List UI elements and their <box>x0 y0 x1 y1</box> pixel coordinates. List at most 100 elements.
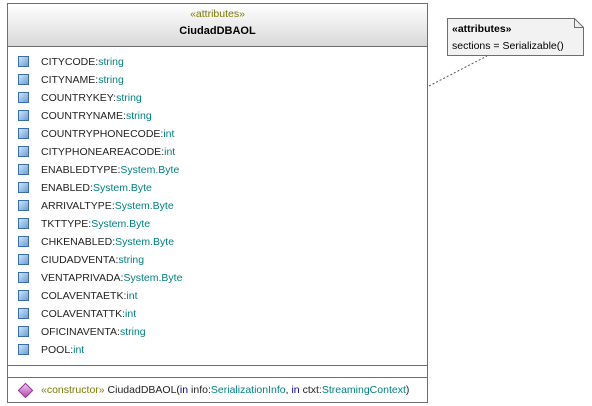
attribute-name: OFICINAVENTA <box>41 326 118 338</box>
param-mode: in <box>291 384 300 396</box>
attribute-icon <box>18 254 29 265</box>
attribute-row[interactable]: CITYPHONEAREACODE:int <box>8 143 427 161</box>
attribute-signature: CITYNAME:string <box>41 74 124 86</box>
attribute-name: CHKENABLED <box>41 236 113 248</box>
attribute-icon <box>18 56 29 67</box>
class-name: CiudadDBAOL <box>179 25 256 37</box>
attribute-row[interactable]: COLAVENTATTK:int <box>8 305 427 323</box>
param-type: SerializationInfo <box>210 384 286 396</box>
attribute-icon <box>18 92 29 103</box>
attribute-type: string <box>116 92 142 104</box>
attribute-signature: COUNTRYKEY:string <box>41 92 142 104</box>
attribute-icon <box>18 308 29 319</box>
note-box[interactable]: «attributes» sections = Serializable() <box>447 18 584 56</box>
attribute-row[interactable]: VENTAPRIVADA:System.Byte <box>8 269 427 287</box>
attribute-type: int <box>164 146 176 158</box>
attribute-type: System.Byte <box>115 236 175 248</box>
attribute-signature: OFICINAVENTA:string <box>41 326 146 338</box>
attribute-icon <box>18 344 29 355</box>
attribute-icon <box>18 218 29 229</box>
param-type: StreamingContext <box>321 384 406 396</box>
attribute-signature: VENTAPRIVADA:System.Byte <box>41 272 183 284</box>
attribute-signature: TKTTYPE:System.Byte <box>41 218 151 230</box>
attribute-icon <box>18 182 29 193</box>
attribute-name: VENTAPRIVADA <box>41 272 121 284</box>
attribute-type: int <box>163 128 175 140</box>
note-body: sections = Serializable() <box>452 40 564 52</box>
attribute-signature: COUNTRYPHONECODE:int <box>41 128 175 140</box>
attribute-name: ENABLED <box>41 182 91 194</box>
attribute-icon <box>18 290 29 301</box>
attribute-type: string <box>118 254 145 266</box>
attribute-row[interactable]: TKTTYPE:System.Byte <box>8 215 427 233</box>
attribute-signature: COLAVENTAETK:int <box>41 290 138 302</box>
attribute-name: COUNTRYPHONECODE <box>41 128 161 140</box>
operation-icon <box>17 382 34 399</box>
attribute-signature: CIUDADVENTA:string <box>41 254 145 266</box>
note-title: «attributes» <box>452 23 512 35</box>
attribute-row[interactable]: CITYNAME:string <box>8 71 427 89</box>
attribute-name: POOL <box>41 344 71 356</box>
attribute-row[interactable]: COLAVENTAETK:int <box>8 287 427 305</box>
param-mode: in <box>179 384 189 396</box>
attribute-icon <box>18 128 29 139</box>
attribute-row[interactable]: COUNTRYPHONECODE:int <box>8 125 427 143</box>
operation-stereotype: «constructor» <box>41 384 105 396</box>
attribute-signature: ENABLED:System.Byte <box>41 182 152 194</box>
attribute-row[interactable]: ARRIVALTYPE:System.Byte <box>8 197 427 215</box>
compartment-divider <box>8 365 427 366</box>
attribute-type: string <box>98 56 124 68</box>
class-header: «attributes» CiudadDBAOL <box>8 4 427 47</box>
operation-row[interactable]: «constructor» CiudadDBAOL(in info:Serial… <box>8 381 427 399</box>
operation-name: CiudadDBAOL <box>107 384 177 396</box>
attribute-type: System.Byte <box>91 218 151 230</box>
attribute-type: System.Byte <box>114 200 174 212</box>
attribute-row[interactable]: ENABLED:System.Byte <box>8 179 427 197</box>
attribute-name: CIUDADVENTA <box>41 254 116 266</box>
attribute-type: string <box>98 74 124 86</box>
attribute-type: string <box>119 326 146 338</box>
note-shape <box>447 18 584 56</box>
attribute-name: COLAVENTATTK <box>41 308 123 320</box>
attribute-signature: COUNTRYNAME:string <box>41 110 152 122</box>
attribute-icon <box>18 110 29 121</box>
attribute-name: COUNTRYNAME <box>41 110 124 122</box>
attribute-signature: POOL:int <box>41 344 85 356</box>
attribute-name: ENABLEDTYPE <box>41 164 118 176</box>
attribute-name: CITYPHONEAREACODE <box>41 146 162 158</box>
attribute-row[interactable]: CITYCODE:string <box>8 53 427 71</box>
attribute-signature: CHKENABLED:System.Byte <box>41 236 175 248</box>
attribute-name: ARRIVALTYPE <box>41 200 112 212</box>
attribute-type: int <box>73 344 85 356</box>
class-box[interactable]: «attributes» CiudadDBAOL CITYCODE:string… <box>7 3 428 403</box>
operation-signature: «constructor» CiudadDBAOL(in info:Serial… <box>41 384 410 396</box>
attribute-type: System.Byte <box>123 272 183 284</box>
attribute-row[interactable]: OFICINAVENTA:string <box>8 323 427 341</box>
attribute-type: System.Byte <box>120 164 180 176</box>
attribute-signature: ENABLEDTYPE:System.Byte <box>41 164 180 176</box>
attribute-name: CITYCODE <box>41 56 96 68</box>
attribute-icon <box>18 164 29 175</box>
attribute-type: int <box>126 290 138 302</box>
attribute-icon <box>18 200 29 211</box>
attribute-icon <box>18 236 29 247</box>
attribute-type: System.Byte <box>92 182 152 194</box>
attribute-name: COLAVENTAETK <box>41 290 124 302</box>
attribute-name: CITYNAME <box>41 74 96 86</box>
attribute-row[interactable]: CIUDADVENTA:string <box>8 251 427 269</box>
class-stereotype: «attributes» <box>190 8 245 20</box>
attribute-row[interactable]: COUNTRYNAME:string <box>8 107 427 125</box>
attribute-signature: CITYPHONEAREACODE:int <box>41 146 176 158</box>
attribute-row[interactable]: COUNTRYKEY:string <box>8 89 427 107</box>
attribute-name: COUNTRYKEY <box>41 92 114 104</box>
attribute-type: string <box>125 110 152 122</box>
param-name: ctxt <box>302 384 319 396</box>
attribute-icon <box>18 146 29 157</box>
attribute-name: TKTTYPE <box>41 218 89 230</box>
param-name: info <box>191 384 208 396</box>
attribute-row[interactable]: ENABLEDTYPE:System.Byte <box>8 161 427 179</box>
attribute-row[interactable]: POOL:int <box>8 341 427 359</box>
attribute-row[interactable]: CHKENABLED:System.Byte <box>8 233 427 251</box>
